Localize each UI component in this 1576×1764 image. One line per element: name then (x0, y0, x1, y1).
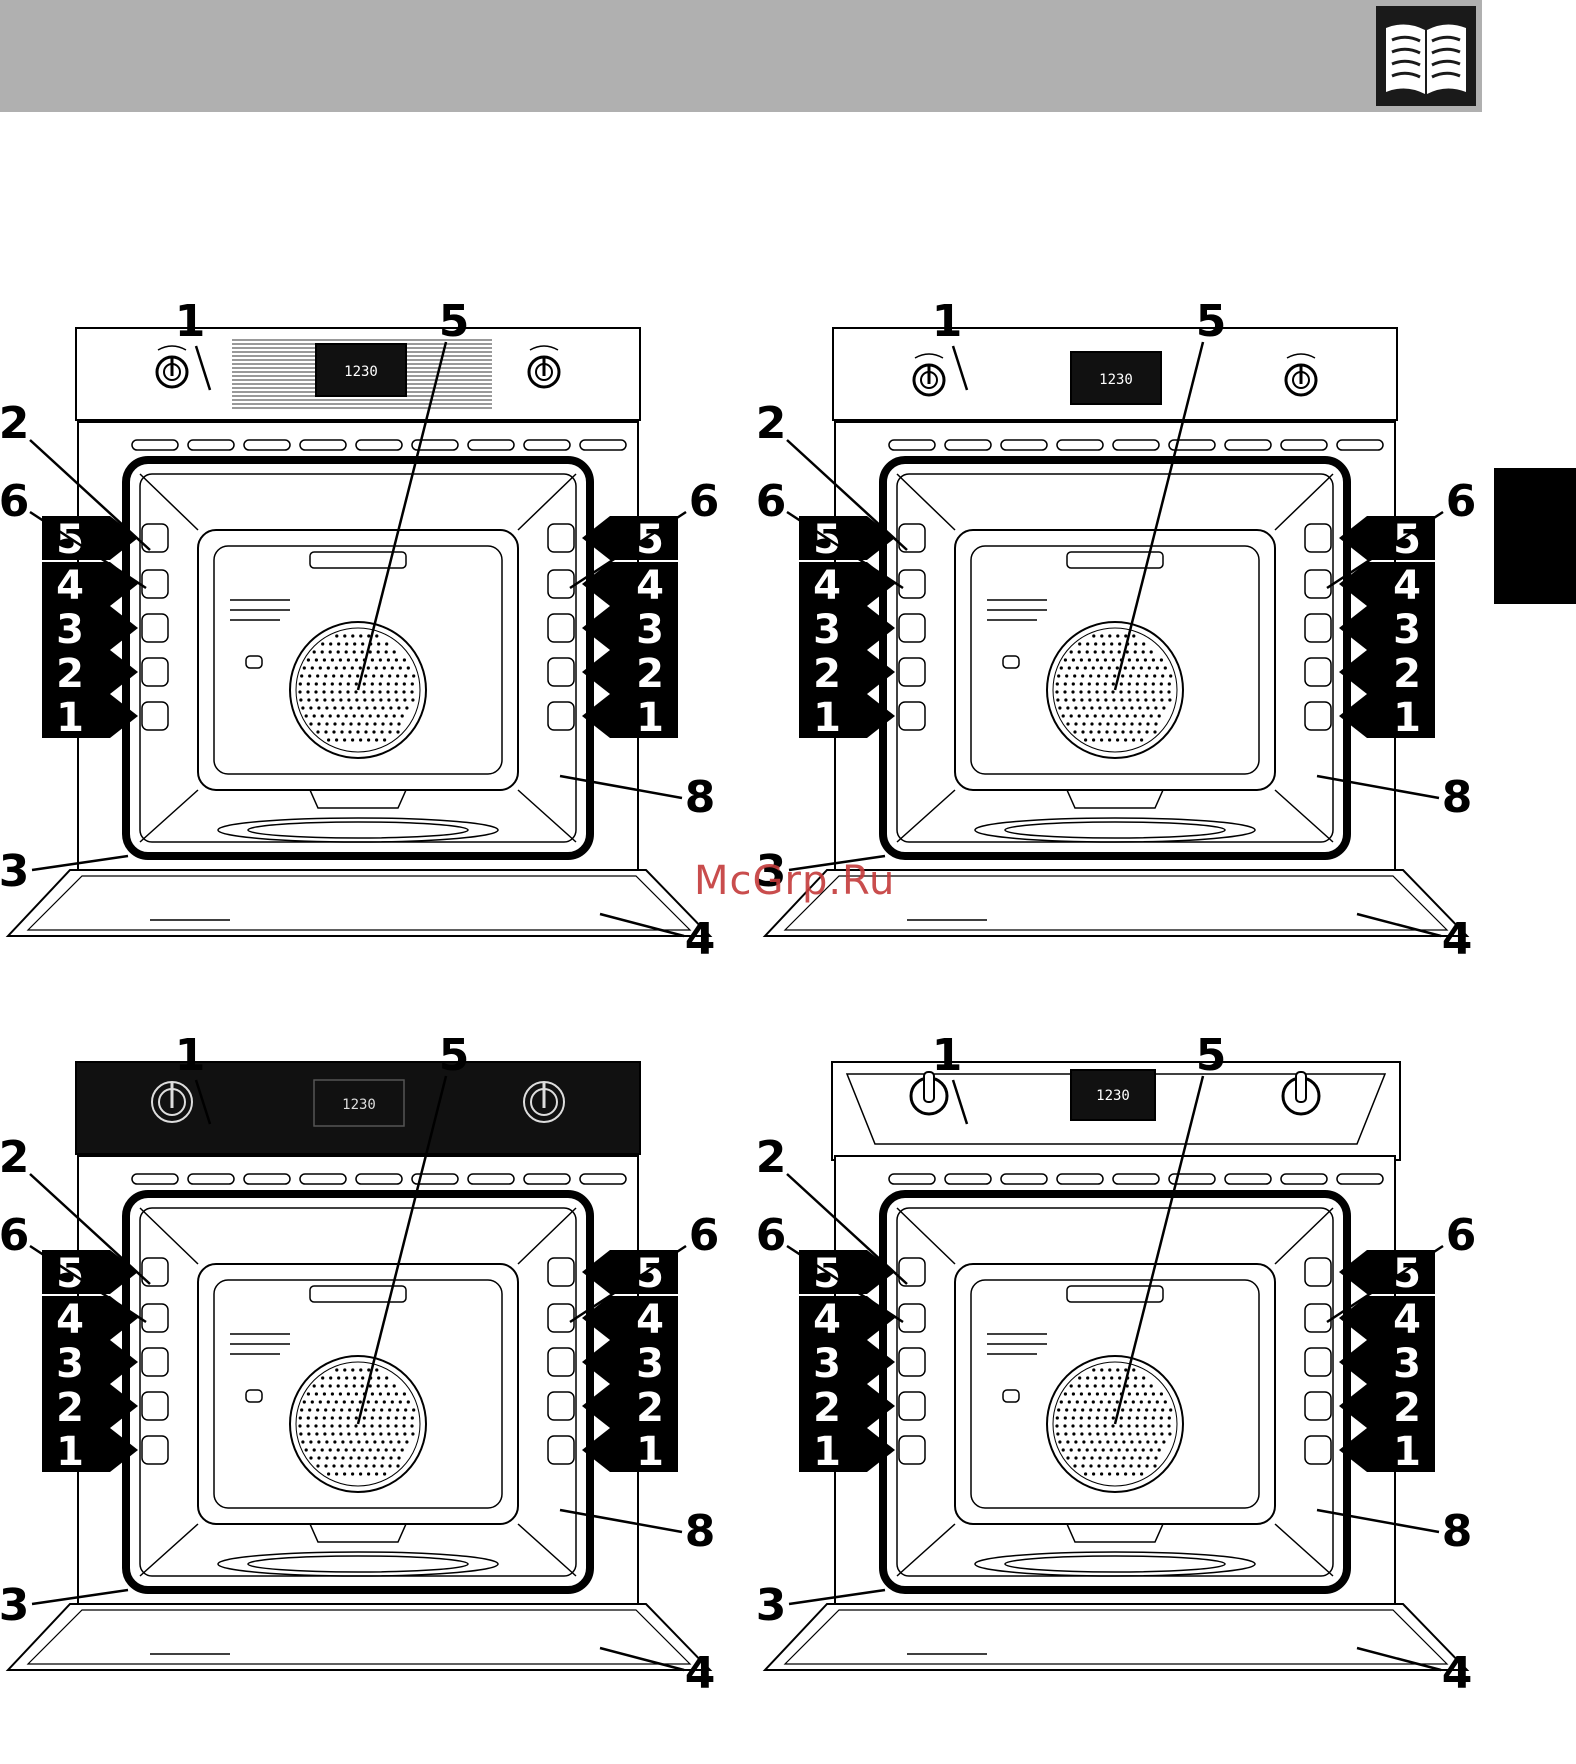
level-label-right: 4 (636, 1297, 664, 1343)
level-label-right: 3 (636, 1341, 664, 1387)
level-label-right: 1 (1393, 695, 1421, 741)
oven-door (8, 870, 710, 936)
level-label-left: 4 (813, 1297, 841, 1343)
oven-diagram-1: 1230554433221115266834 (0, 296, 719, 965)
watermark: McGrp.Ru (694, 858, 895, 904)
level-label-right: 1 (1393, 1429, 1421, 1475)
level-label-right: 3 (1393, 607, 1421, 653)
level-label-left: 5 (56, 1251, 84, 1297)
level-label-left: 1 (813, 1429, 841, 1475)
level-label-left: 3 (813, 607, 841, 653)
oven-frame (835, 422, 1395, 870)
callout-3: 3 (0, 1580, 29, 1631)
level-label-left: 1 (813, 695, 841, 741)
level-label-right: 1 (636, 695, 664, 741)
callout-1: 1 (932, 296, 963, 347)
callout-2: 2 (0, 1132, 29, 1183)
level-label-left: 3 (813, 1341, 841, 1387)
callout-6-left: 6 (756, 1210, 787, 1261)
callout-4: 4 (685, 1648, 716, 1699)
level-label-right: 1 (636, 1429, 664, 1475)
level-label-left: 4 (56, 563, 84, 609)
level-label-right: 2 (636, 651, 664, 697)
level-label-right: 4 (1393, 563, 1421, 609)
callout-5: 5 (439, 296, 470, 347)
callout-8: 8 (685, 1506, 716, 1557)
level-label-right: 3 (1393, 1341, 1421, 1387)
level-label-left: 2 (813, 1385, 841, 1431)
level-label-right: 5 (636, 517, 664, 563)
level-label-right: 5 (636, 1251, 664, 1297)
level-label-left: 5 (813, 517, 841, 563)
callout-3: 3 (0, 846, 29, 897)
clock-value: 1230 (342, 1097, 376, 1113)
level-label-left: 3 (56, 607, 84, 653)
oven-door (765, 1604, 1467, 1670)
level-label-left: 1 (56, 1429, 84, 1475)
callout-6-left: 6 (756, 476, 787, 527)
level-label-left: 5 (813, 1251, 841, 1297)
level-label-right: 3 (636, 607, 664, 653)
clock-value: 1230 (344, 364, 378, 380)
callout-1: 1 (175, 296, 206, 347)
callout-6-right: 6 (689, 1210, 720, 1261)
oven-frame (78, 1156, 638, 1604)
callout-6-left: 6 (0, 1210, 29, 1261)
callout-8: 8 (1442, 772, 1473, 823)
level-label-right: 5 (1393, 1251, 1421, 1297)
callout-6-right: 6 (1446, 1210, 1477, 1261)
level-label-right: 5 (1393, 517, 1421, 563)
level-label-left: 3 (56, 1341, 84, 1387)
level-label-right: 4 (636, 563, 664, 609)
callout-2: 2 (0, 398, 29, 449)
callout-6-left: 6 (0, 476, 29, 527)
level-label-right: 2 (636, 1385, 664, 1431)
callout-5: 5 (1196, 296, 1227, 347)
level-label-left: 4 (813, 563, 841, 609)
oven-door (8, 1604, 710, 1670)
callout-2: 2 (756, 1132, 787, 1183)
callout-6-right: 6 (689, 476, 720, 527)
callout-6-right: 6 (1446, 476, 1477, 527)
clock-value: 1230 (1099, 372, 1133, 388)
callout-3: 3 (756, 1580, 787, 1631)
level-label-left: 4 (56, 1297, 84, 1343)
callout-4: 4 (1442, 1648, 1473, 1699)
level-label-left: 2 (813, 651, 841, 697)
oven-frame (835, 1156, 1395, 1604)
level-label-left: 2 (56, 1385, 84, 1431)
callout-1: 1 (932, 1030, 963, 1081)
level-label-right: 2 (1393, 651, 1421, 697)
callout-1: 1 (175, 1030, 206, 1081)
level-label-right: 2 (1393, 1385, 1421, 1431)
callout-5: 5 (439, 1030, 470, 1081)
level-label-right: 4 (1393, 1297, 1421, 1343)
clock-value: 1230 (1096, 1088, 1130, 1104)
level-label-left: 2 (56, 651, 84, 697)
oven-frame (78, 422, 638, 870)
level-label-left: 1 (56, 695, 84, 741)
callout-4: 4 (685, 914, 716, 965)
callout-2: 2 (756, 398, 787, 449)
callout-5: 5 (1196, 1030, 1227, 1081)
callout-8: 8 (685, 772, 716, 823)
callout-4: 4 (1442, 914, 1473, 965)
callout-8: 8 (1442, 1506, 1473, 1557)
level-label-left: 5 (56, 517, 84, 563)
